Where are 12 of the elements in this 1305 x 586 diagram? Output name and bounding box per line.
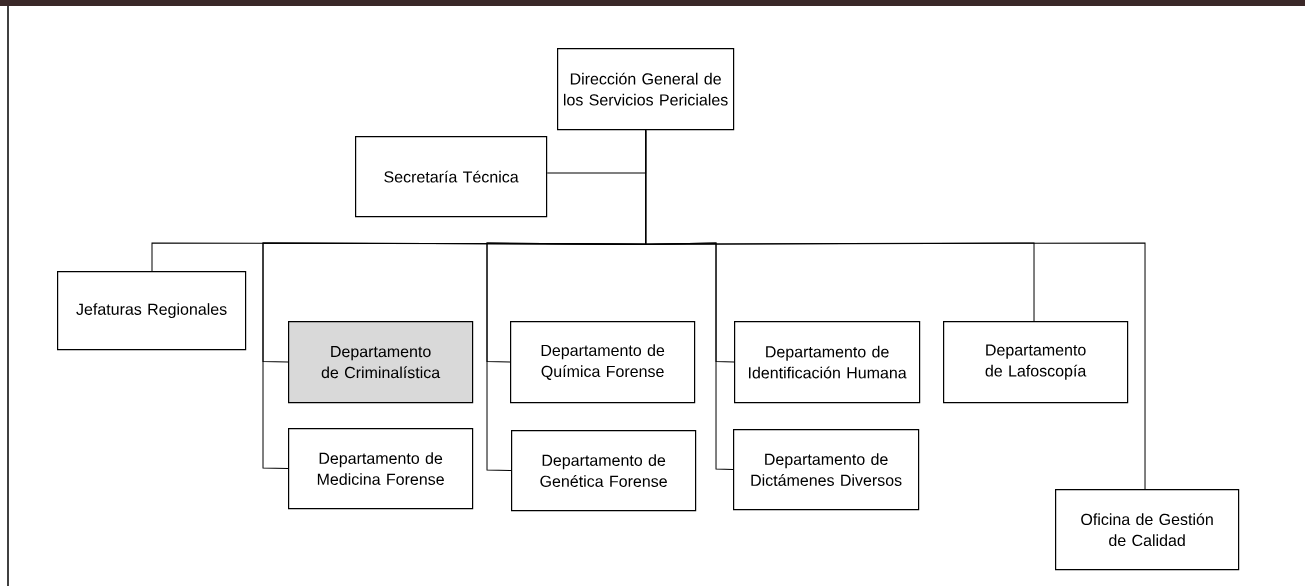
org-box: Oficina de Gestión de Calidad [1055,489,1240,571]
org-box: Departamento de Genética Forense [511,430,697,512]
org-box: Departamento de Identificación Humana [734,321,921,404]
org-box: Departamento de Dictámenes Diversos [733,429,920,511]
org-box: Departamento de Química Forense [510,321,696,404]
org-box: Departamento de Criminalística [288,321,474,404]
org-box: Departamento de Lafoscopía [943,321,1129,404]
org-box: Secretaría Técnica [355,136,548,218]
org-box: Jefaturas Regionales [57,271,247,351]
org-box: Departamento de Medicina Forense [288,428,474,510]
connector-line [645,129,1146,490]
org-box: Dirección General de los Servicios Periciales [557,48,735,131]
